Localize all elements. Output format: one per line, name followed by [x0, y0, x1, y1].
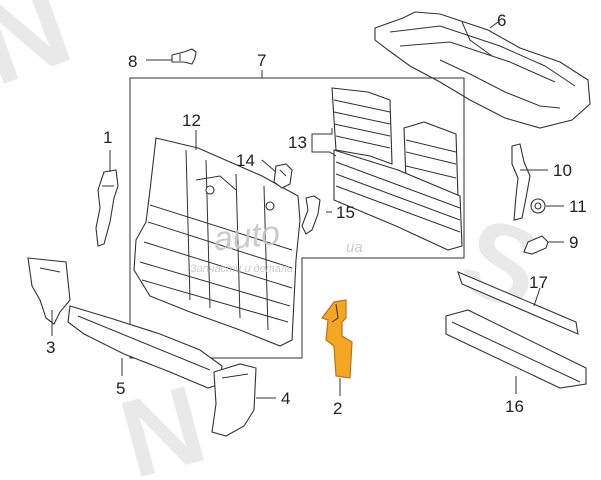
part-6-upper-cover: [374, 11, 591, 129]
part-4-lower-guide: [211, 363, 257, 437]
callout-2: 2: [333, 399, 342, 418]
callout-labels: 1 2 3 4 5 6 7 8 9 10 11 12 13 14 15 16 1…: [46, 11, 587, 418]
part-1-left-guide: [95, 169, 119, 247]
callout-4: 4: [281, 389, 290, 408]
part-17-seal-strip: [457, 271, 579, 335]
watermark-tagline: Запчасти и детали: [190, 263, 293, 275]
part-7-callout-box: [129, 77, 465, 359]
callout-9: 9: [569, 233, 578, 252]
part-3-left-deflector: [27, 257, 71, 325]
callout-5: 5: [116, 379, 125, 398]
callout-15: 15: [336, 203, 355, 222]
part-12-shutter-frame: [133, 137, 301, 347]
watermark-url: ua: [346, 239, 363, 256]
callout-6: 6: [497, 11, 506, 30]
callout-17: 17: [529, 273, 548, 292]
part-15-seal: [301, 195, 321, 235]
watermark-brand: auto: [212, 214, 282, 259]
part-9-bolt: [523, 235, 549, 255]
callout-11: 11: [569, 197, 587, 216]
part-8-pin: [171, 48, 197, 65]
callout-3: 3: [46, 338, 55, 357]
svg-text:N: N: [0, 0, 87, 111]
callout-10: 10: [553, 161, 572, 180]
part-2-bracket-highlighted: [321, 299, 353, 379]
part-14-clip: [273, 163, 293, 189]
callout-8: 8: [128, 52, 137, 71]
callout-13: 13: [288, 133, 307, 152]
watermark: auto ua Запчасти и детали: [190, 214, 363, 275]
part-11-nut: [530, 198, 546, 214]
part-16-under-shield: [445, 309, 587, 389]
part-13-shutter-vanes: [331, 87, 463, 251]
callout-1: 1: [103, 128, 112, 147]
part-5-lower-deflector: [67, 305, 223, 389]
callout-12: 12: [182, 111, 201, 130]
callout-7: 7: [257, 51, 266, 70]
leader-lines: [51, 21, 564, 399]
callout-16: 16: [505, 397, 524, 416]
part-10-bracket: [511, 143, 531, 221]
callout-14: 14: [236, 151, 255, 170]
